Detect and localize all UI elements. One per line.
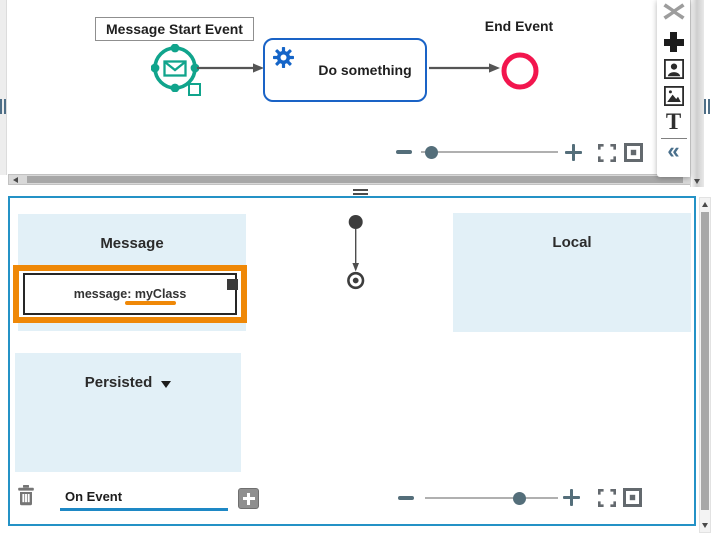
sequence-flow-arrow[interactable] bbox=[197, 60, 267, 76]
persisted-section-title: Persisted bbox=[84, 374, 153, 391]
local-section-title: Local bbox=[552, 234, 592, 251]
task-label: Do something bbox=[318, 62, 412, 78]
selection-dots bbox=[151, 44, 199, 92]
variables-panel[interactable]: Message message: myClass Local Persisted… bbox=[8, 196, 696, 526]
participant-portrait-icon[interactable] bbox=[663, 59, 684, 79]
end-event-label: End Event bbox=[484, 18, 554, 34]
vertical-scrollbar[interactable] bbox=[699, 197, 711, 533]
variable-connector[interactable] bbox=[341, 207, 371, 297]
message-variable-item-selected[interactable]: message: myClass bbox=[13, 265, 247, 323]
palette-divider bbox=[660, 138, 687, 139]
scrollbar-thumb[interactable] bbox=[27, 176, 683, 183]
message-section-title: Message bbox=[100, 235, 164, 252]
zoom-slider-track[interactable] bbox=[425, 497, 558, 499]
delete-tool-icon[interactable] bbox=[662, 3, 685, 20]
sequence-flow-arrow[interactable] bbox=[429, 60, 502, 76]
zoom-out-button[interactable] bbox=[396, 150, 412, 154]
local-section[interactable]: Local bbox=[453, 213, 691, 332]
vertical-scrollbar[interactable] bbox=[690, 0, 704, 187]
zoom-out-button[interactable] bbox=[398, 496, 414, 500]
myclass-orange-underline bbox=[125, 301, 176, 305]
scrollbar-thumb[interactable] bbox=[701, 212, 709, 510]
service-gear-icon bbox=[273, 47, 294, 68]
splitter-grip-icon[interactable] bbox=[0, 99, 6, 114]
message-start-event[interactable] bbox=[151, 44, 199, 92]
panel-resize-handle[interactable] bbox=[353, 189, 368, 195]
on-event-field[interactable]: On Event bbox=[65, 489, 123, 504]
start-event-label: Message Start Event bbox=[95, 17, 254, 41]
task-do-something[interactable]: Do something bbox=[263, 38, 427, 102]
on-event-field-underline bbox=[60, 508, 228, 511]
zoom-in-button[interactable] bbox=[565, 144, 582, 161]
tool-palette: T « bbox=[657, 0, 690, 177]
add-tool-icon[interactable] bbox=[663, 32, 684, 52]
persisted-dropdown-icon[interactable] bbox=[161, 380, 172, 388]
zoom-slider-track[interactable] bbox=[421, 151, 558, 153]
message-variable-label: message: myClass bbox=[23, 273, 237, 315]
zoom-in-button[interactable] bbox=[563, 489, 580, 506]
fit-to-screen-icon[interactable] bbox=[598, 489, 616, 507]
fit-to-screen-icon[interactable] bbox=[598, 144, 616, 162]
zoom-slider-handle[interactable] bbox=[425, 146, 438, 159]
collapse-palette-button[interactable]: « bbox=[667, 138, 680, 163]
selection-handle-square[interactable] bbox=[188, 83, 201, 96]
scroll-down-arrow-icon[interactable] bbox=[702, 523, 708, 528]
envelope-icon bbox=[163, 60, 187, 77]
zoom-slider-handle[interactable] bbox=[513, 492, 526, 505]
persisted-section[interactable]: Persisted bbox=[15, 353, 241, 472]
splitter-grip-icon[interactable] bbox=[704, 99, 710, 114]
image-tool-icon[interactable] bbox=[663, 86, 684, 106]
item-resize-handle[interactable] bbox=[227, 279, 238, 290]
scroll-left-arrow-icon[interactable] bbox=[13, 176, 18, 183]
left-splitter[interactable] bbox=[0, 0, 7, 175]
trash-icon[interactable] bbox=[17, 485, 35, 506]
reset-view-icon[interactable] bbox=[624, 143, 643, 162]
end-event[interactable] bbox=[500, 51, 540, 91]
diagram-canvas[interactable]: Message Start Event bbox=[0, 0, 712, 196]
add-variable-button[interactable] bbox=[238, 488, 259, 509]
horizontal-scrollbar[interactable] bbox=[8, 174, 698, 185]
text-tool-icon[interactable]: T bbox=[665, 109, 682, 134]
scroll-down-arrow-icon[interactable] bbox=[694, 179, 700, 184]
reset-view-icon[interactable] bbox=[623, 488, 642, 507]
scroll-up-arrow-icon[interactable] bbox=[702, 202, 708, 207]
